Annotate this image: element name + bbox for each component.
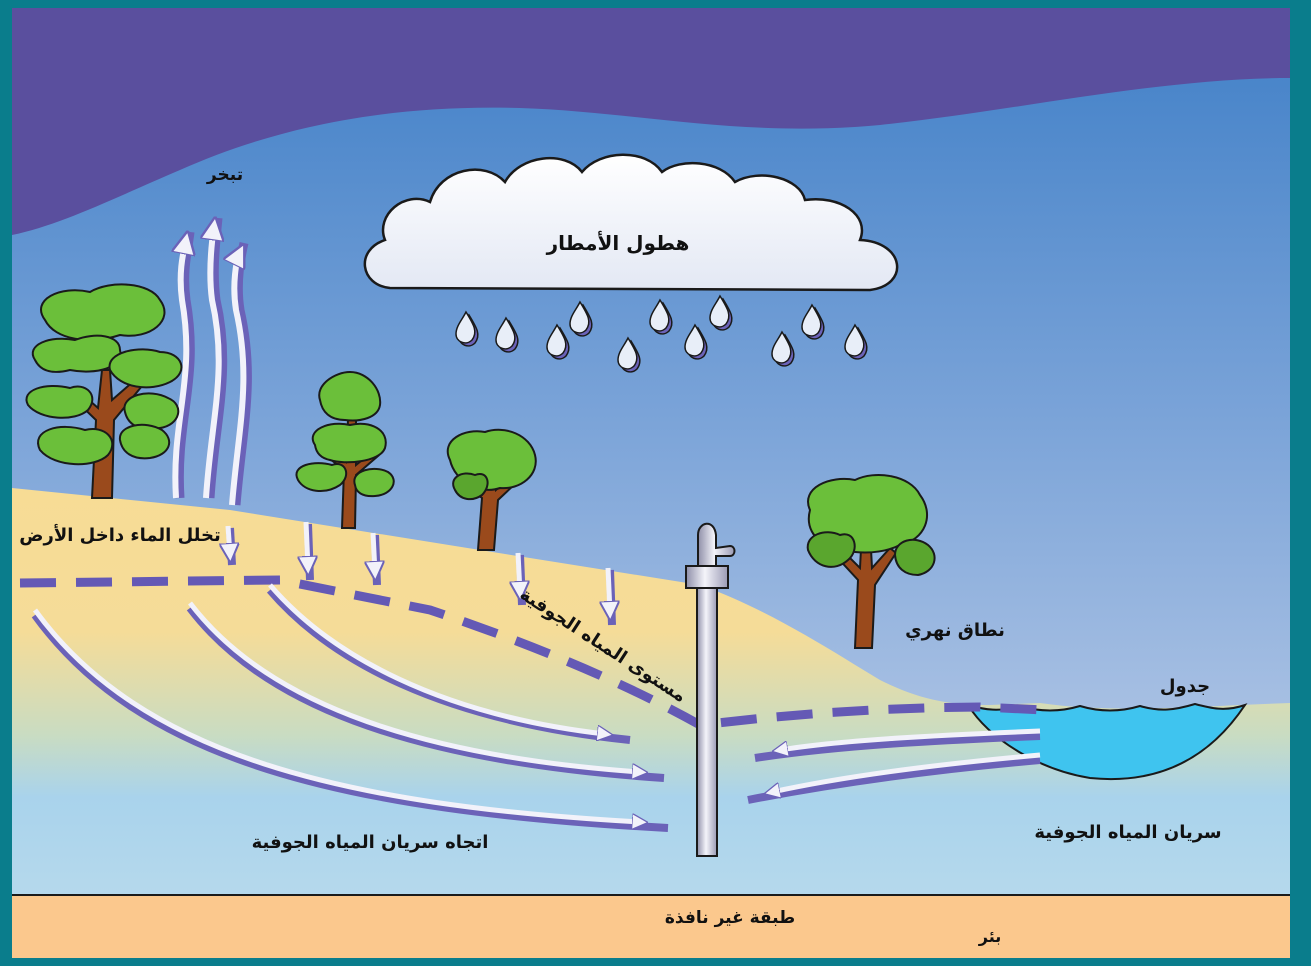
groundwater-flow-label: سريان المياه الجوفية <box>1034 822 1221 843</box>
evaporation-arrows <box>175 218 252 506</box>
precipitation-label: هطول الأمطار <box>546 230 690 255</box>
tree-middle-left <box>295 370 395 529</box>
well-pipe <box>696 587 718 857</box>
impermeable-layer <box>12 895 1290 958</box>
rain-drops <box>455 294 868 373</box>
tree-middle <box>446 428 537 551</box>
evaporation-label: تبخر <box>206 165 243 185</box>
stream-label: جدول <box>1160 676 1210 697</box>
infiltration-label: تخلل الماء داخل الأرض <box>19 524 221 546</box>
groundwater-flow-direction-label: اتجاه سريان المياه الجوفية <box>252 832 489 853</box>
tree-right <box>806 474 936 649</box>
groundwater-flow-arrows-left <box>31 583 669 832</box>
tree-large-left <box>25 283 183 499</box>
groundwater-flow-arrows-right <box>747 728 1041 804</box>
cloud <box>363 153 899 292</box>
well-label: بئر <box>978 927 1002 946</box>
well-cap <box>685 565 729 589</box>
well-pump-head <box>697 522 736 567</box>
impermeable-layer-label: طبقة غير نافذة <box>665 908 795 928</box>
upper-sky-band <box>12 8 1290 235</box>
infiltration-arrows <box>228 521 612 626</box>
riparian-zone-label: نطاق نهري <box>905 620 1005 641</box>
well <box>685 522 736 857</box>
